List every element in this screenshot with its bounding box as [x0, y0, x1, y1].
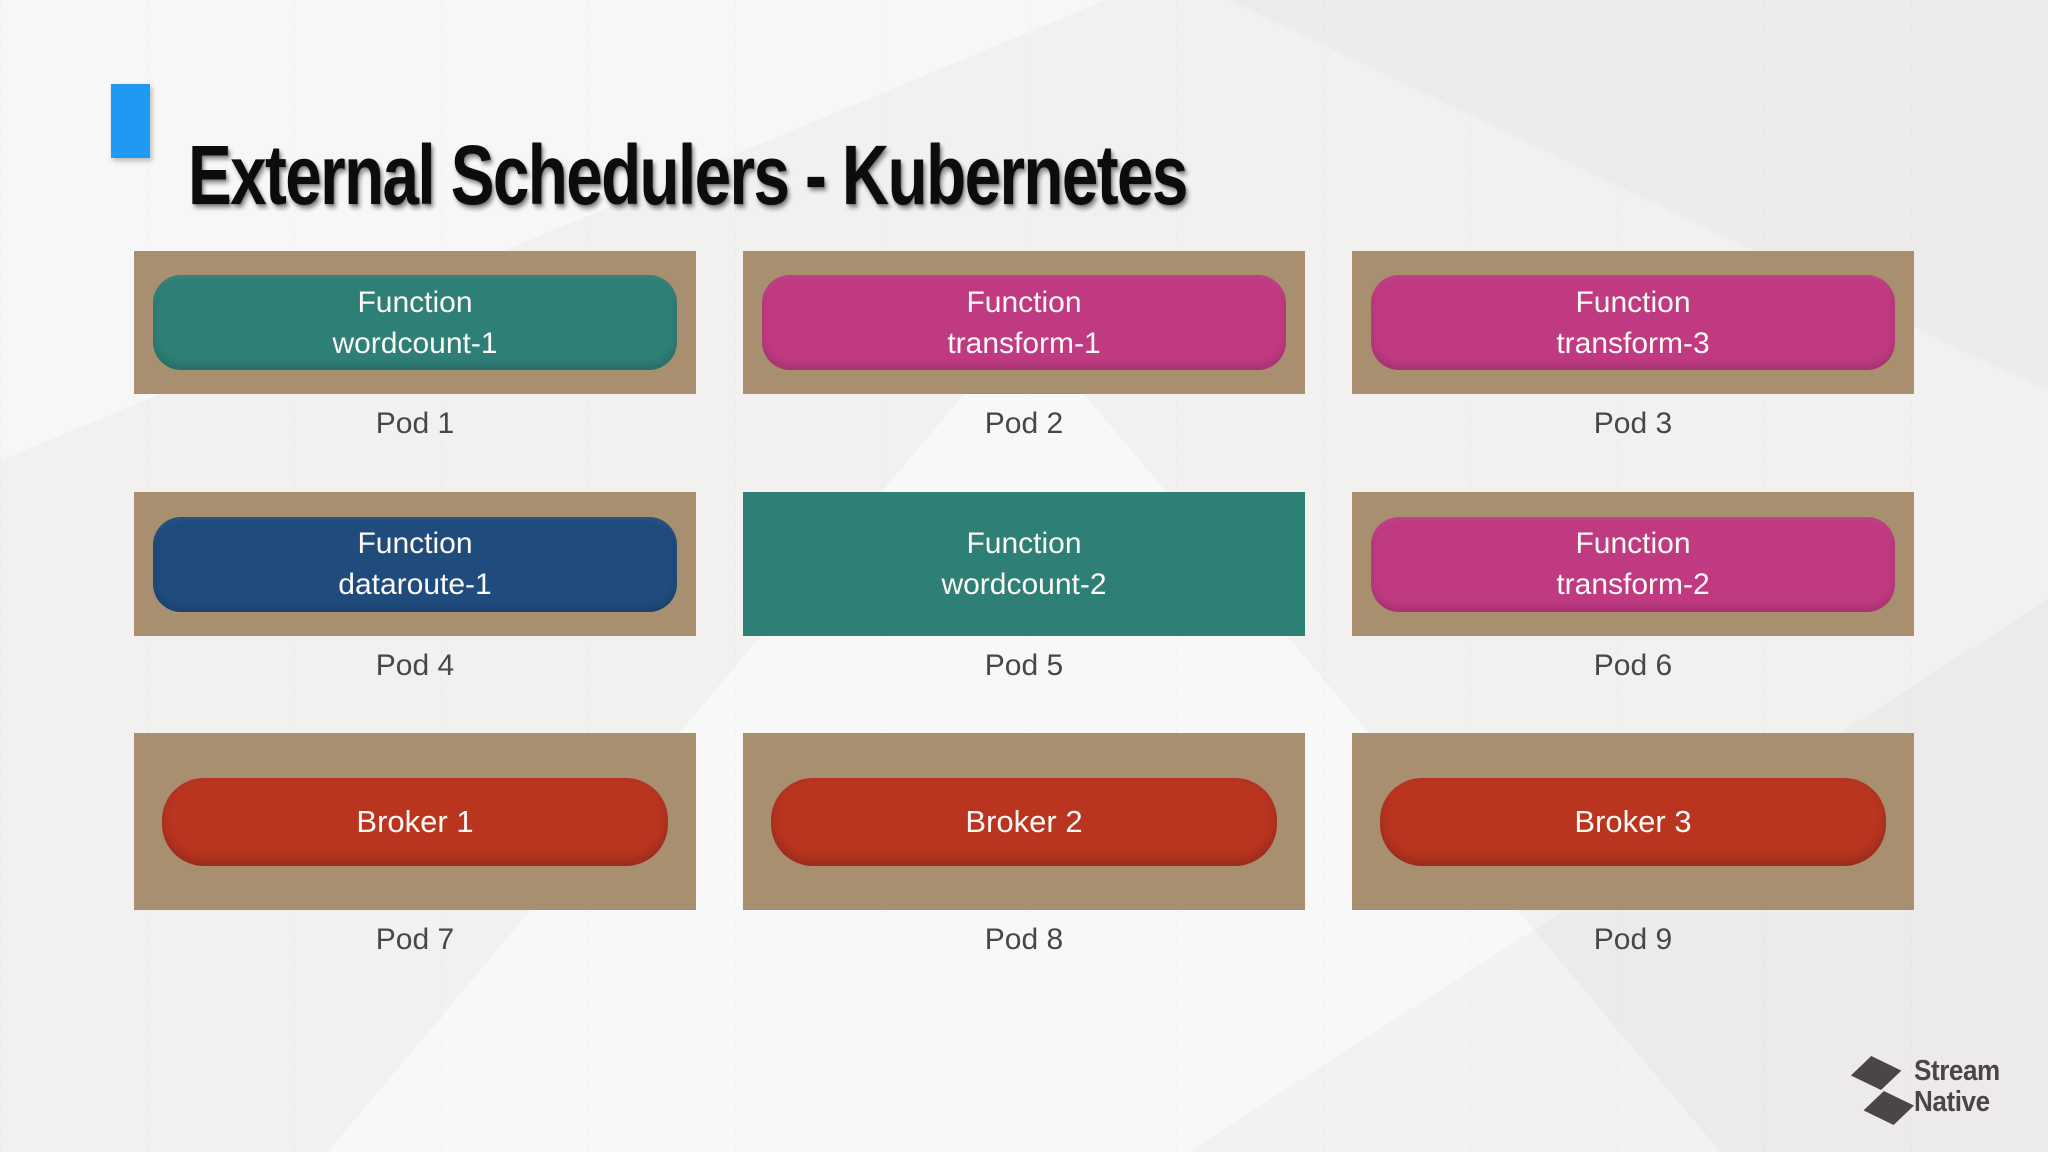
page-title: External Schedulers - Kubernetes — [188, 128, 1188, 223]
pod-box: Broker 2 — [743, 733, 1305, 910]
function-node: Function wordcount-1 — [153, 275, 677, 370]
node-label-line1: Function — [1575, 285, 1691, 319]
node-label-line2: dataroute-1 — [338, 568, 492, 601]
node-label-line1: Function — [357, 527, 473, 560]
function-node: Function dataroute-1 — [153, 516, 677, 612]
pod-box: Function transform-3 — [1352, 251, 1914, 394]
pod-box: Function dataroute-1 — [134, 492, 696, 636]
function-node: Function transform-2 — [1371, 516, 1895, 612]
node-label-line2: wordcount-1 — [332, 326, 498, 360]
node-label-line1: Broker 1 — [356, 804, 474, 839]
pod-label: Pod 9 — [1593, 923, 1673, 956]
pod-label: Pod 8 — [984, 923, 1064, 956]
broker-node: Broker 3 — [1380, 777, 1886, 866]
pod-box: Broker 1 — [134, 733, 696, 910]
pod-cell: Broker 3 Pod 9 — [1352, 733, 1914, 957]
title-accent-bar — [111, 84, 150, 158]
broker-node: Broker 2 — [771, 777, 1277, 866]
pod-label: Pod 1 — [375, 407, 455, 440]
node-label-line1: Function — [966, 285, 1082, 319]
pod-cell: Function wordcount-2 Pod 5 — [743, 492, 1305, 683]
pod-cell: Broker 1 Pod 7 — [134, 733, 696, 957]
function-node: Function wordcount-2 — [743, 492, 1305, 636]
node-label-line1: Broker 3 — [1574, 804, 1692, 839]
pod-box: Function wordcount-1 — [134, 251, 696, 394]
logo-word-native: Native — [1914, 1086, 1990, 1118]
broker-node: Broker 1 — [162, 777, 668, 866]
pod-box: Function wordcount-2 — [743, 492, 1305, 636]
pod-label: Pod 6 — [1593, 649, 1673, 682]
pod-label: Pod 5 — [984, 649, 1064, 682]
node-label-line2: transform-3 — [1556, 326, 1710, 360]
node-label-line1: Function — [357, 285, 473, 319]
node-label-line2: transform-2 — [1556, 568, 1710, 601]
streamnative-logo: Stream Native — [1848, 1052, 2009, 1130]
node-label-line1: Function — [966, 527, 1082, 560]
streamnative-logo-text: Stream Native — [1914, 1056, 2000, 1118]
pod-label: Pod 4 — [375, 649, 455, 682]
pod-cell: Function transform-1 Pod 2 — [743, 251, 1305, 441]
logo-word-stream: Stream — [1914, 1055, 2000, 1087]
pod-label: Pod 2 — [984, 407, 1064, 440]
streamnative-logo-icon — [1850, 1056, 1914, 1125]
pod-label: Pod 3 — [1593, 407, 1673, 440]
pod-cell: Function dataroute-1 Pod 4 — [134, 492, 696, 683]
node-label-line2: wordcount-2 — [941, 568, 1107, 601]
function-node: Function transform-3 — [1371, 275, 1895, 370]
function-node: Function transform-1 — [762, 275, 1286, 370]
pod-label: Pod 7 — [375, 923, 455, 956]
node-label-line2: transform-1 — [947, 326, 1101, 360]
pod-cell: Broker 2 Pod 8 — [743, 733, 1305, 957]
pod-box: Function transform-1 — [743, 251, 1305, 394]
pod-box: Function transform-2 — [1352, 492, 1914, 636]
node-label-line1: Broker 2 — [965, 804, 1083, 839]
pod-cell: Function transform-2 Pod 6 — [1352, 492, 1914, 683]
pod-cell: Function transform-3 Pod 3 — [1352, 251, 1914, 441]
node-label-line1: Function — [1575, 527, 1691, 560]
pod-cell: Function wordcount-1 Pod 1 — [134, 251, 696, 441]
pod-box: Broker 3 — [1352, 733, 1914, 910]
